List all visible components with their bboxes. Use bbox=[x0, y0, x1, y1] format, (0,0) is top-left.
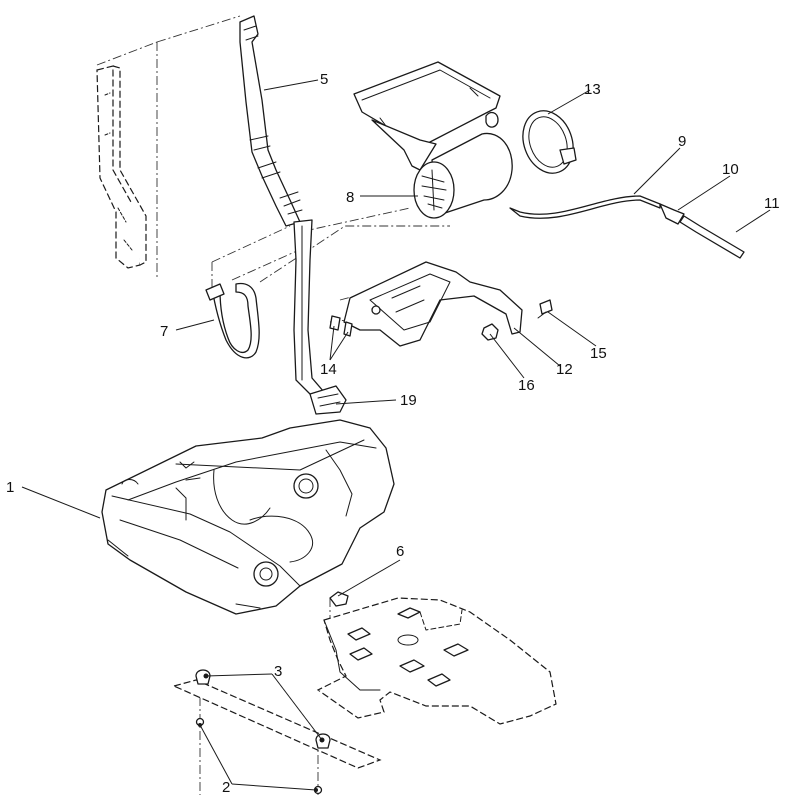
canister-mounting-tray bbox=[353, 61, 501, 171]
clip bbox=[329, 591, 349, 607]
callout-8: 8 bbox=[346, 189, 354, 206]
callout-6: 6 bbox=[396, 543, 404, 560]
callout-9: 9 bbox=[678, 133, 686, 150]
callout-5: 5 bbox=[320, 71, 328, 88]
callout-labels: 1 2 3 5 6 7 8 9 10 11 12 13 14 15 16 19 bbox=[6, 71, 780, 796]
callout-16: 16 bbox=[518, 377, 535, 394]
callout-2: 2 bbox=[222, 779, 230, 796]
callout-1: 1 bbox=[6, 479, 14, 496]
callout-11: 11 bbox=[764, 195, 780, 212]
callout-leaders bbox=[21, 79, 771, 791]
callout-13: 13 bbox=[584, 81, 601, 98]
nut bbox=[481, 323, 499, 341]
callout-15: 15 bbox=[590, 345, 607, 362]
tank-fitting bbox=[309, 385, 347, 415]
rubber-isolator-left bbox=[195, 669, 211, 685]
bolt bbox=[537, 299, 553, 319]
mounting-bracket bbox=[343, 261, 523, 347]
callout-19: 19 bbox=[400, 392, 417, 409]
vent-hose bbox=[205, 282, 260, 359]
callout-12: 12 bbox=[556, 361, 573, 378]
filler-neck-tube bbox=[239, 15, 325, 397]
callout-14: 14 bbox=[320, 361, 337, 378]
callout-10: 10 bbox=[722, 161, 739, 178]
skid-plate bbox=[316, 597, 557, 725]
vent-line bbox=[509, 195, 745, 259]
canister-strap bbox=[522, 110, 577, 174]
leader-endpoints bbox=[198, 673, 325, 792]
callout-7: 7 bbox=[160, 323, 168, 340]
vertical-support-bracket bbox=[96, 65, 147, 269]
carbon-canister bbox=[413, 132, 513, 219]
fuel-tank bbox=[101, 419, 395, 615]
screw-pair bbox=[329, 315, 353, 337]
callout-3: 3 bbox=[274, 663, 282, 680]
